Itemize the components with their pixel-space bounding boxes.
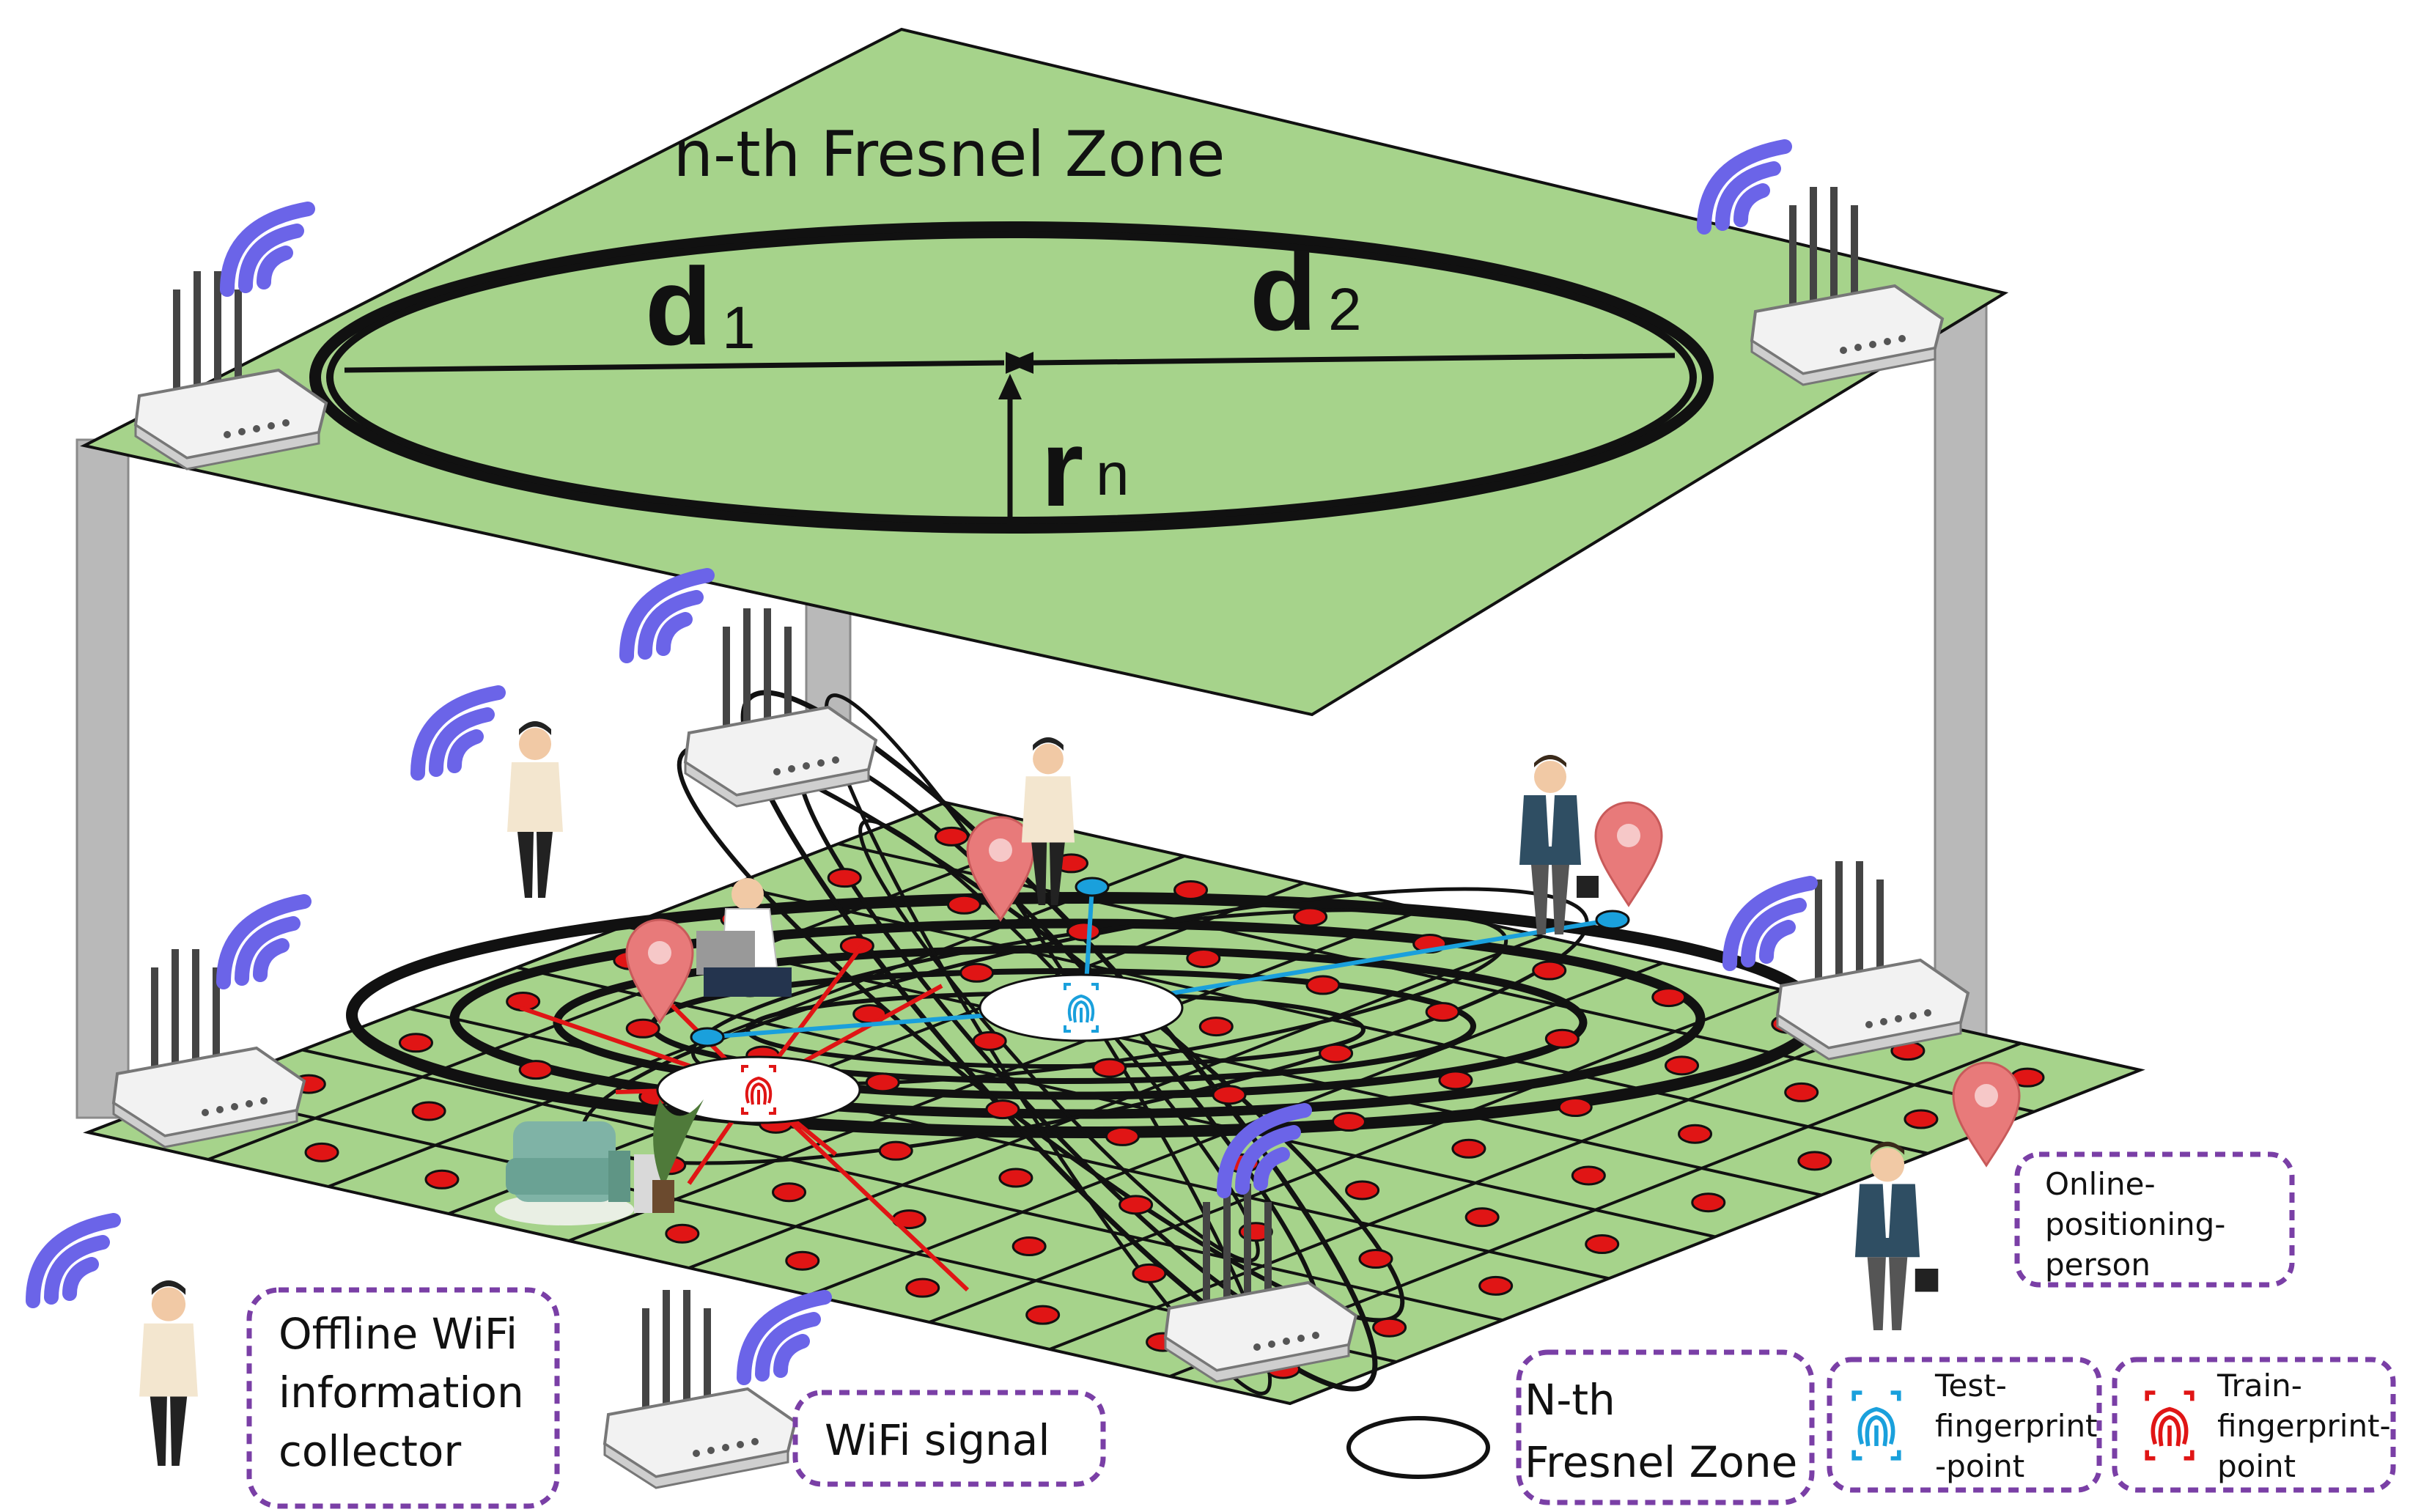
train-fingerprint-dot [1319, 1043, 1354, 1063]
svg-text:-point: -point [1935, 1448, 2024, 1484]
train-fingerprint-dot [827, 868, 862, 888]
train-fingerprint-dot [1173, 879, 1209, 900]
svg-text:Offline WiFi: Offline WiFi [279, 1309, 517, 1359]
page-title: n-th Fresnel Zone [673, 118, 1225, 191]
svg-text:person: person [2045, 1247, 2151, 1283]
d2-label: d 2 [1250, 230, 1362, 353]
test-fingerprint-node [979, 973, 1184, 1042]
legend-train-fingerprint: Train- fingerprint- point [2112, 1357, 2396, 1493]
floor-grid-line [207, 827, 1066, 1161]
train-fingerprint-dot [625, 1018, 660, 1039]
train-fingerprint-dot [1425, 1002, 1460, 1022]
svg-text:information: information [279, 1368, 524, 1417]
legend-test-fingerprint: Test- fingerprint -point [1827, 1357, 2102, 1493]
svg-text:fingerprint-: fingerprint- [2217, 1408, 2391, 1444]
legend-wifi-signal: WiFi signal [792, 1390, 1106, 1487]
train-fingerprint-dot [1119, 1195, 1154, 1215]
train-fingerprint-dot [1105, 1126, 1140, 1146]
train-fingerprint-dot [905, 1277, 940, 1298]
floor-grid-line [929, 988, 1783, 1324]
train-fingerprint-dot [1904, 1109, 1939, 1129]
train-fingerprint-dot [1066, 921, 1102, 942]
train-fingerprint-dot [1025, 1305, 1061, 1325]
train-fingerprint-dot [1293, 907, 1328, 927]
svg-text:point: point [2217, 1448, 2296, 1484]
train-fingerprint-dot [972, 1030, 1007, 1051]
train-fingerprint-dot [934, 826, 969, 847]
legend-fresnel-zone: N-th Fresnel Zone [1346, 1349, 1815, 1505]
svg-text:2: 2 [1328, 276, 1362, 343]
train-fingerprint-dot [1651, 987, 1687, 1008]
train-fingerprint-dot [1305, 975, 1341, 995]
train-fingerprint-dot [1784, 1082, 1819, 1102]
train-fingerprint-dot [518, 1060, 553, 1080]
train-fingerprint-dot [1585, 1234, 1620, 1255]
train-fingerprint-dot [1797, 1151, 1832, 1171]
svg-text:r: r [1041, 406, 1083, 529]
train-fingerprint-dot [665, 1223, 700, 1244]
train-fingerprint-dot [1011, 1236, 1047, 1257]
train-fingerprint-dot [1331, 1112, 1366, 1132]
train-fingerprint-dot [398, 1033, 433, 1053]
train-fingerprint-dot [1532, 960, 1567, 981]
train-fingerprint-dot [1092, 1058, 1127, 1078]
train-fingerprint-dot [1678, 1124, 1713, 1144]
svg-text:Fresnel Zone: Fresnel Zone [1525, 1437, 1797, 1487]
train-fingerprint-dot [1212, 1085, 1247, 1105]
train-fingerprint-dot [1558, 1097, 1593, 1118]
svg-text:positioning-: positioning- [2045, 1206, 2225, 1242]
floor-grid-line [688, 934, 1544, 1269]
ceiling-plane [80, 27, 2009, 717]
train-fingerprint-dot [985, 1099, 1020, 1120]
svg-text:WiFi signal: WiFi signal [825, 1415, 1050, 1465]
train-fingerprint-dot [1691, 1192, 1726, 1213]
svg-text:fingerprint: fingerprint [1935, 1408, 2098, 1444]
train-fingerprint-dot [1132, 1263, 1167, 1283]
armchair-icon [495, 1099, 704, 1225]
train-fingerprint-dot [785, 1250, 820, 1271]
train-fingerprint-dot [1464, 1207, 1500, 1228]
train-fingerprint-dot [411, 1101, 446, 1121]
train-fingerprint-dot [1345, 1180, 1380, 1201]
train-fingerprint-dot [1478, 1275, 1514, 1296]
train-fingerprint-dot [772, 1182, 807, 1203]
train-fingerprint-dot [959, 962, 995, 983]
svg-text:Test-: Test- [1934, 1368, 2007, 1404]
train-fingerprint-dot [998, 1168, 1033, 1188]
svg-text:N-th: N-th [1525, 1375, 1615, 1425]
svg-text:1: 1 [722, 295, 756, 361]
train-fingerprint-dot [878, 1140, 913, 1161]
svg-text:collector: collector [279, 1426, 461, 1476]
train-fingerprint-dot [1544, 1028, 1580, 1049]
train-fingerprint-dot [424, 1169, 460, 1190]
svg-text:Online-: Online- [2045, 1166, 2156, 1202]
svg-text:n: n [1096, 441, 1130, 508]
train-fingerprint-dot [1451, 1138, 1486, 1159]
legend-offline-collector: Offline WiFi information collector [246, 1287, 560, 1509]
train-fingerprint-dot [1372, 1317, 1407, 1338]
svg-text:Train-: Train- [2216, 1368, 2302, 1404]
train-fingerprint-dot [1186, 948, 1221, 968]
legend-online-person: Online- positioning- person [2014, 1151, 2295, 1288]
train-fingerprint-dot [304, 1142, 339, 1162]
train-fingerprint-dot [946, 894, 981, 915]
seated-person-icon [696, 878, 792, 997]
svg-text:d: d [645, 245, 712, 368]
train-fingerprint-dot [1198, 1017, 1234, 1037]
svg-text:d: d [1250, 230, 1317, 353]
train-fingerprint-dot [1571, 1165, 1606, 1186]
rn-label: r n [1041, 406, 1130, 529]
test-points [690, 877, 1630, 1047]
train-fingerprint-dot [1358, 1249, 1393, 1269]
train-fingerprint-dot [1438, 1070, 1473, 1091]
fresnel-zone-ellipse [309, 221, 1714, 534]
train-fingerprint-dot [1665, 1055, 1700, 1076]
d1-label: d 1 [645, 245, 756, 368]
train-fingerprint-dot [865, 1072, 900, 1093]
train-fingerprint-node [656, 1055, 861, 1124]
